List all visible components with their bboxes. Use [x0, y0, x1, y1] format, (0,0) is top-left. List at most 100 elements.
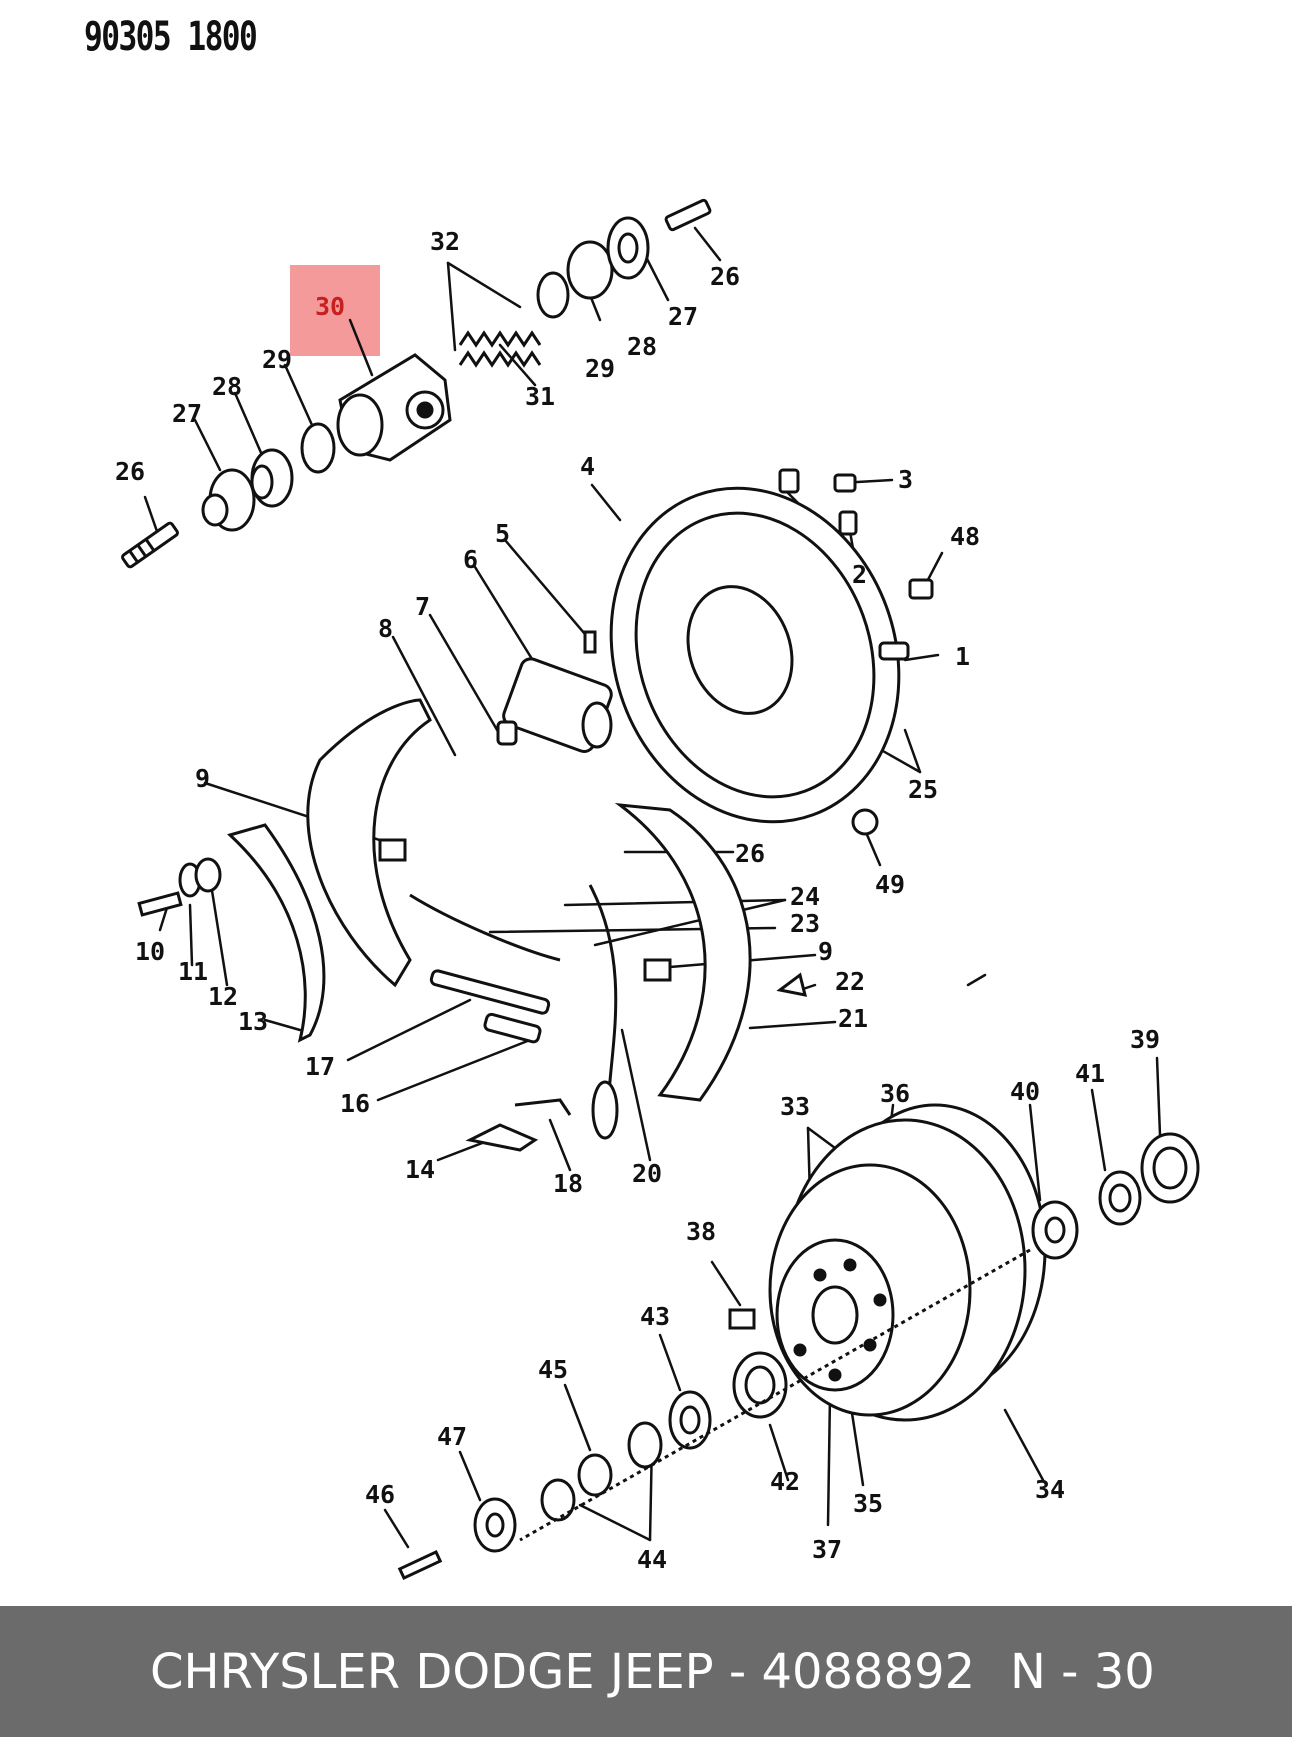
socket-16: [483, 1012, 542, 1044]
callout-28: 28: [627, 332, 657, 361]
callout-30: 30: [315, 292, 345, 321]
callout-44: 44: [637, 1545, 667, 1574]
piston-left: [250, 448, 294, 508]
callout-12: 12: [208, 982, 238, 1011]
clip-9b: [643, 958, 672, 982]
callout-41: 41: [1075, 1059, 1105, 1088]
fitting-48: [908, 578, 934, 600]
bleeder-screw-left: [121, 521, 179, 569]
cup-left: [300, 422, 336, 474]
callout-46: 46: [365, 1480, 395, 1509]
adjuster-screw: [429, 969, 551, 1015]
callout-26: 26: [735, 839, 765, 868]
callout-28: 28: [212, 372, 242, 401]
bleeder-5: [583, 630, 597, 654]
callout-39: 39: [1130, 1025, 1160, 1054]
callout-25: 25: [908, 775, 938, 804]
spring: [458, 330, 542, 368]
callout-16: 16: [340, 1089, 370, 1118]
nut-3: [833, 473, 857, 493]
callout-20: 20: [632, 1159, 662, 1188]
callout-4: 4: [580, 452, 595, 481]
boot-left: [201, 468, 256, 532]
brake-shoe-right: [614, 802, 752, 1102]
bolt-2a: [778, 468, 800, 494]
callout-2: 2: [852, 560, 867, 589]
exploded-parts-diagram: 26 27 28 29 30 32 31 29 28 27 26 4 3 2 4…: [115, 198, 1200, 1580]
callout-30-highlight: [290, 265, 380, 356]
callout-3: 3: [898, 465, 913, 494]
cotter-pin: [397, 1550, 443, 1580]
nut-47: [473, 1497, 517, 1553]
spring-23: [409, 893, 561, 962]
clip-38: [728, 1308, 756, 1330]
callout-11: 11: [178, 957, 208, 986]
callout-21: 21: [838, 1004, 868, 1033]
callout-1: 1: [955, 642, 970, 671]
boot-7: [496, 720, 518, 746]
bearing-41: [1098, 1170, 1142, 1226]
lever-14: [465, 1123, 539, 1152]
wheel-cylinder-body: [336, 353, 452, 462]
cable-end: [591, 1080, 619, 1140]
callout-8: 8: [378, 614, 393, 643]
callout-24: 24: [790, 882, 820, 911]
wheel-cylinder-6: [502, 657, 613, 753]
link-22: [776, 972, 808, 997]
brake-drum: [768, 1103, 1047, 1422]
callout-26: 26: [115, 457, 145, 486]
shoe-web-left: [227, 823, 326, 1043]
callout-7: 7: [415, 592, 430, 621]
callout-42: 42: [770, 1467, 800, 1496]
callout-6: 6: [463, 545, 478, 574]
callout-26: 26: [710, 262, 740, 291]
callout-9: 9: [195, 764, 210, 793]
nut-49: [851, 808, 879, 836]
clip-1: [878, 641, 910, 661]
callout-14: 14: [405, 1155, 435, 1184]
parts-drawing: [121, 198, 1200, 1580]
callout-48: 48: [950, 522, 980, 551]
callout-22: 22: [835, 967, 865, 996]
callout-45: 45: [538, 1355, 568, 1384]
washer-44b: [540, 1478, 576, 1522]
callout-13: 13: [238, 1007, 268, 1036]
callout-40: 40: [1010, 1077, 1040, 1106]
document-id: 90305 1800: [84, 14, 258, 60]
footer-page-ref: N - 30: [1010, 1644, 1155, 1700]
bleeder-screw-right: [664, 198, 712, 232]
bolt-2b: [838, 510, 858, 536]
cup-42: [732, 1351, 788, 1419]
callout-38: 38: [686, 1217, 716, 1246]
callout-33: 33: [780, 1092, 810, 1121]
callout-5: 5: [495, 519, 510, 548]
bearing-43: [668, 1390, 712, 1450]
callout-23: 23: [790, 909, 820, 938]
cup-right: [536, 271, 570, 319]
callout-9: 9: [818, 937, 833, 966]
footer-brand-part: CHRYSLER DODGE JEEP - 4088892: [150, 1644, 976, 1700]
callout-43: 43: [640, 1302, 670, 1331]
callout-34: 34: [1035, 1475, 1065, 1504]
backing-plate: [609, 486, 901, 824]
callout-29: 29: [262, 345, 292, 374]
callout-32: 32: [430, 227, 460, 256]
callout-29: 29: [585, 354, 615, 383]
nut-44a: [627, 1421, 663, 1469]
cup-12: [194, 857, 222, 893]
callout-27: 27: [172, 399, 202, 428]
cup-39: [1140, 1132, 1200, 1204]
callout-18: 18: [553, 1169, 583, 1198]
callout-36: 36: [880, 1079, 910, 1108]
piston-right: [566, 240, 614, 300]
seal-40: [1031, 1200, 1079, 1260]
clip-9a: [378, 838, 407, 862]
callout-35: 35: [853, 1489, 883, 1518]
wheel-studs: [793, 1258, 887, 1382]
callout-17: 17: [305, 1052, 335, 1081]
footer-bar: CHRYSLER DODGE JEEP - 4088892 N - 30: [0, 1606, 1292, 1737]
lock-45: [577, 1453, 613, 1497]
spring-18: [514, 1098, 572, 1116]
callout-37: 37: [812, 1535, 842, 1564]
callout-47: 47: [437, 1422, 467, 1451]
